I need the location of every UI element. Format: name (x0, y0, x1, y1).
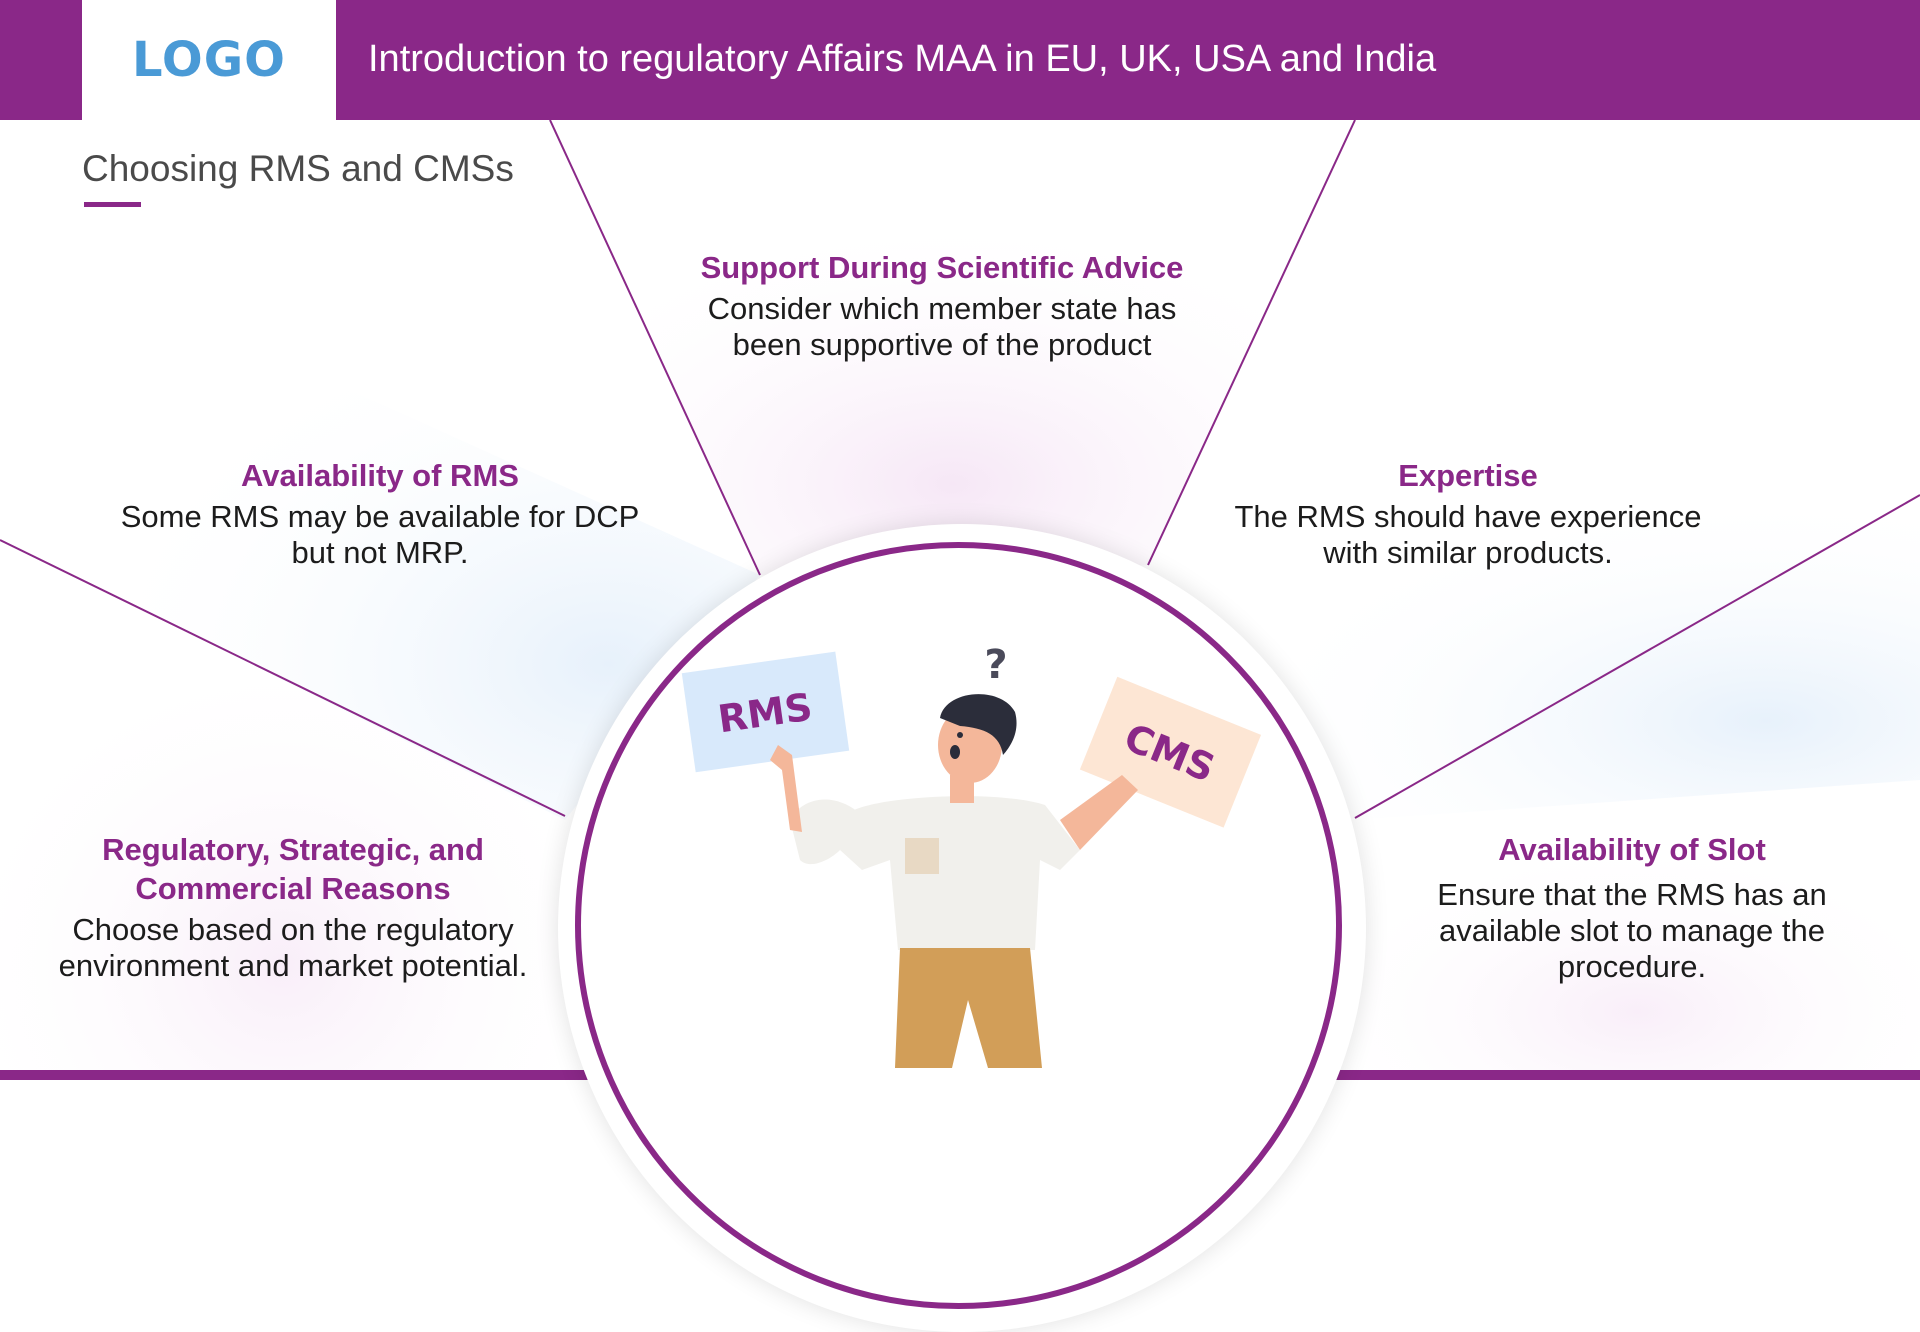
top-sector-fill (550, 120, 1355, 575)
regulatory-reasons-heading-line: Regulatory, Strategic, and (102, 832, 484, 867)
scientific-advice-line: been supportive of the product (732, 327, 1152, 362)
availability-rms-section: Availability of RMS Some RMS may be avai… (80, 456, 680, 571)
regulatory-reasons-line: Choose based on the regulatory (72, 912, 514, 947)
availability-slot-line: available slot to manage the (1438, 913, 1826, 948)
header-title: Introduction to regulatory Affairs MAA i… (368, 38, 1437, 80)
regulatory-reasons-heading-line: Commercial Reasons (135, 871, 451, 906)
left-shoulder (790, 799, 858, 865)
shirt-pocket (905, 838, 939, 874)
availability-slot-line: procedure. (1557, 949, 1707, 984)
availability-slot-text: Ensure that the RMS has an available slo… (1382, 877, 1882, 985)
scientific-advice-section: Support During Scientific Advice Conside… (642, 248, 1242, 363)
availability-slot-section: Availability of Slot Ensure that the RMS… (1382, 830, 1882, 985)
availability-rms-heading: Availability of RMS (241, 458, 519, 493)
eye (957, 732, 963, 738)
divider-line (549, 119, 761, 576)
availability-slot-heading: Availability of Slot (1498, 832, 1766, 867)
regulatory-reasons-heading: Regulatory, Strategic, and Commercial Re… (8, 830, 578, 908)
scientific-advice-text: Consider which member state has been sup… (642, 291, 1242, 363)
title-underline (84, 202, 141, 207)
right-arm (1060, 775, 1138, 850)
cms-sign: CMS (1079, 676, 1262, 828)
expertise-section: Expertise The RMS should have experience… (1168, 456, 1768, 571)
hair (940, 694, 1017, 755)
logo[interactable]: LOGO (82, 0, 336, 120)
expertise-heading: Expertise (1398, 458, 1538, 493)
right-sector-fill (1148, 490, 1920, 820)
page-title: Choosing RMS and CMSs (82, 148, 514, 189)
logo-text: LOGO (132, 32, 286, 88)
regulatory-reasons-text: Choose based on the regulatory environme… (8, 912, 578, 984)
rms-sign-board (681, 651, 850, 773)
person-illustration: RMS CMS ? (681, 642, 1262, 1068)
pants (895, 948, 1042, 1068)
expertise-text: The RMS should have experience with simi… (1168, 499, 1768, 571)
bottom-right-sector-fill (1355, 780, 1920, 1070)
cms-sign-board (1079, 676, 1262, 828)
availability-rms-line: Some RMS may be available for DCP (120, 499, 640, 534)
scientific-advice-heading: Support During Scientific Advice (700, 250, 1184, 285)
background-graphic (0, 119, 1920, 1070)
question-mark-icon: ? (984, 642, 1007, 688)
divider-line (0, 539, 566, 817)
divider-line (1354, 494, 1920, 819)
scientific-advice-line: Consider which member state has (707, 291, 1177, 326)
mouth (950, 745, 960, 759)
left-arm (770, 745, 802, 832)
shirt (840, 796, 1080, 950)
divider-line (1147, 119, 1356, 566)
availability-slot-line: Ensure that the RMS has an (1437, 877, 1827, 912)
expertise-line: The RMS should have experience (1234, 499, 1702, 534)
expertise-line: with similar products. (1323, 535, 1613, 570)
rms-sign: RMS (681, 651, 850, 773)
regulatory-reasons-section: Regulatory, Strategic, and Commercial Re… (8, 830, 578, 984)
left-sector-fill (0, 300, 760, 820)
availability-rms-text: Some RMS may be available for DCP but no… (80, 499, 680, 571)
availability-rms-line: but not MRP. (291, 535, 469, 570)
regulatory-reasons-line: environment and market potential. (58, 948, 528, 983)
bottom-left-sector-fill (0, 540, 565, 1070)
